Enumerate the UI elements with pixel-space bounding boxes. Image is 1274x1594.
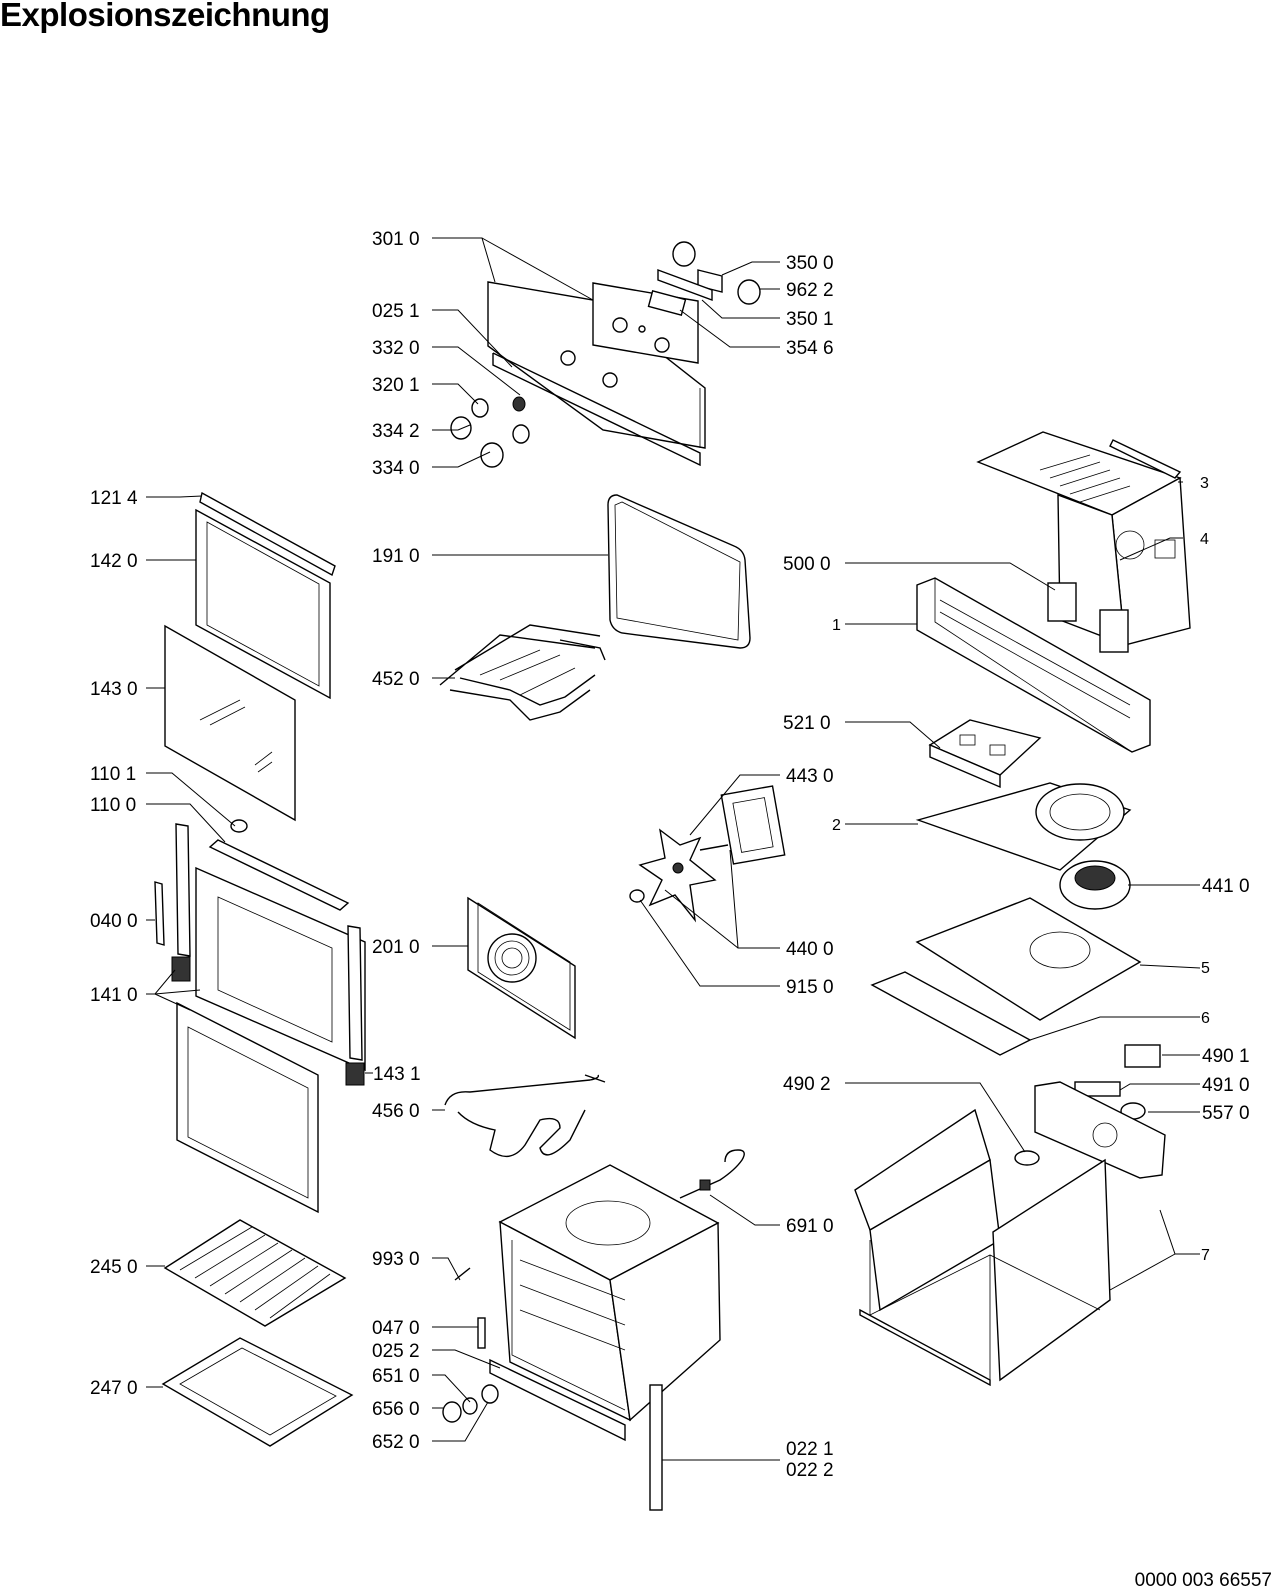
- baking-tray-part: [161, 1337, 354, 1447]
- callout-040-0: 040 0: [90, 911, 138, 932]
- callout-334-0: 334 0: [372, 458, 420, 479]
- outer-casing-part: [854, 1081, 1166, 1387]
- callout-245-0: 245 0: [90, 1257, 138, 1278]
- callout-1: 1: [832, 617, 841, 634]
- callout-490-2: 490 2: [783, 1074, 831, 1095]
- callout-247-0: 247 0: [90, 1378, 138, 1399]
- grill-element-part: [439, 624, 606, 721]
- callout-491-0: 491 0: [1202, 1075, 1250, 1096]
- callout-443-0: 443 0: [786, 766, 834, 787]
- callout-490-1: 490 1: [1202, 1046, 1250, 1067]
- callout-993-0: 993 0: [372, 1249, 420, 1270]
- callout-025-2: 025 2: [372, 1341, 420, 1362]
- fan-cover-part: [915, 782, 1132, 910]
- callout-651-0: 651 0: [372, 1366, 420, 1387]
- callout-labels: 301 0 025 1 332 0 320 1 334 2 334 0 350 …: [90, 229, 1250, 1481]
- callout-440-0: 440 0: [786, 939, 834, 960]
- callout-652-0: 652 0: [372, 1432, 420, 1453]
- document-number: 0000 003 66557: [1134, 1570, 1272, 1591]
- callout-110-1: 110 1: [90, 764, 136, 785]
- oven-seal-part: [607, 494, 751, 649]
- door-inner-parts: [154, 819, 366, 1214]
- callout-201-0: 201 0: [372, 937, 420, 958]
- callout-143-1: 143 1: [373, 1064, 421, 1085]
- sensor-part: [679, 1149, 745, 1199]
- callout-2: 2: [832, 817, 841, 834]
- page-title: Explosionszeichnung: [0, 0, 330, 33]
- callout-5: 5: [1201, 960, 1210, 977]
- callout-141-0: 141 0: [90, 985, 138, 1006]
- callout-962-2: 962 2: [786, 280, 834, 301]
- callout-320-1: 320 1: [372, 375, 420, 396]
- callout-110-0: 110 0: [90, 795, 136, 816]
- callout-915-0: 915 0: [786, 977, 834, 998]
- callout-441-0: 441 0: [1202, 876, 1250, 897]
- callout-301-0: 301 0: [372, 229, 420, 250]
- door-outer-glass-part: [164, 491, 336, 822]
- fan-motor-part: [629, 785, 786, 923]
- electronic-board-part: [928, 719, 1042, 789]
- bottom-plates-part: [870, 897, 1142, 1056]
- callout-121-4: 121 4: [90, 488, 138, 509]
- callout-047-0: 047 0: [372, 1318, 420, 1339]
- callout-557-0: 557 0: [1202, 1103, 1250, 1124]
- callout-350-0: 350 0: [786, 253, 834, 274]
- wire-rack-part: [163, 1219, 347, 1327]
- callout-334-2: 334 2: [372, 421, 420, 442]
- bottom-heater-part: [444, 1074, 606, 1158]
- knob-parts-top: [647, 241, 761, 316]
- callout-691-0: 691 0: [786, 1216, 834, 1237]
- top-housing-part: [976, 431, 1191, 647]
- callout-656-0: 656 0: [372, 1399, 420, 1420]
- callout-452-0: 452 0: [372, 669, 420, 690]
- oven-cavity-part: [442, 1164, 721, 1511]
- callout-7: 7: [1201, 1247, 1210, 1264]
- callout-354-6: 354 6: [786, 338, 834, 359]
- callout-142-0: 142 0: [90, 551, 138, 572]
- callout-191-0: 191 0: [372, 546, 420, 567]
- leader-lines: [146, 237, 1201, 1461]
- callout-022-2: 022 2: [786, 1460, 834, 1481]
- cooling-duct-part: [916, 577, 1151, 753]
- callout-6: 6: [1201, 1010, 1210, 1027]
- callout-456-0: 456 0: [372, 1101, 420, 1122]
- callout-500-0: 500 0: [783, 554, 831, 575]
- callout-3: 3: [1200, 475, 1209, 492]
- callout-521-0: 521 0: [783, 713, 831, 734]
- callout-143-0: 143 0: [90, 679, 138, 700]
- callout-350-1: 350 1: [786, 309, 834, 330]
- callout-022-1: 022 1: [786, 1439, 834, 1460]
- knob-parts-left: [450, 396, 530, 468]
- rear-panel-fan-part: [467, 896, 576, 1040]
- callout-025-1: 025 1: [372, 301, 420, 322]
- callout-332-0: 332 0: [372, 338, 420, 359]
- callout-4: 4: [1200, 531, 1209, 548]
